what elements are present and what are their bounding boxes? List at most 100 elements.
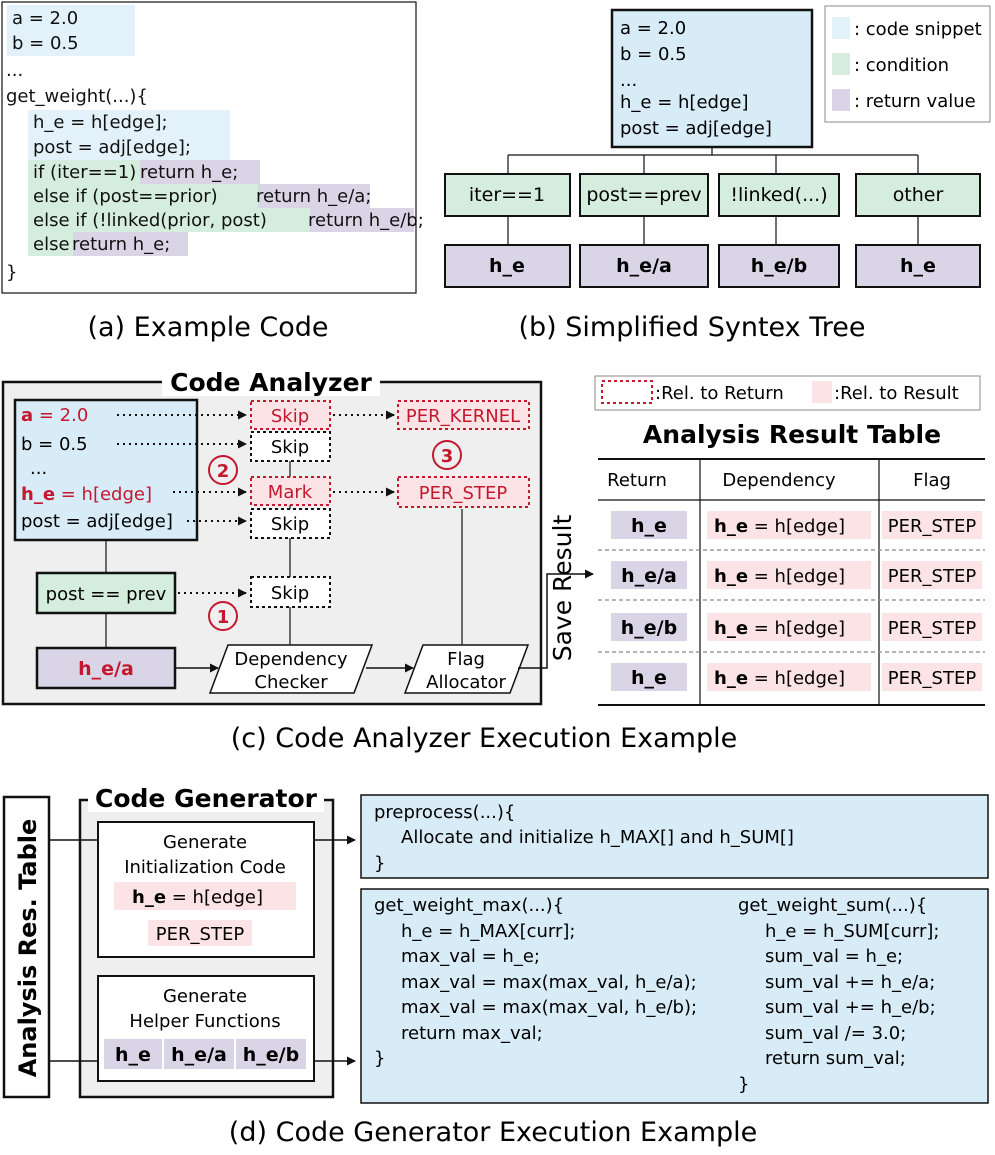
code-line-post: post = adj[edge] — [21, 511, 173, 532]
panel-b: a = 2.0 b = 0.5 ... h_e = h[edge] post =… — [444, 5, 991, 343]
title-bg — [162, 368, 380, 396]
code-line: else — [33, 234, 70, 255]
helper-chip-label: h_e/a — [171, 1044, 227, 1066]
table-return-chip — [611, 561, 687, 589]
condition-label: other — [893, 184, 944, 206]
legend-swatch-code — [832, 17, 850, 39]
table-cell-return: h_e/a — [621, 565, 677, 587]
table-cell-dependency: h_e = h[edge] — [714, 668, 845, 689]
table-cell-return: h_e/b — [621, 617, 677, 639]
helper-chip-label: h_e/b — [243, 1044, 299, 1066]
sum-code-line: sum_val = h_e; — [765, 946, 903, 967]
analyzer-code-box — [13, 398, 199, 542]
highlight-return — [73, 232, 188, 256]
action-label: Skip — [271, 583, 309, 604]
condition-label: post==prev — [586, 184, 701, 206]
action-label: Mark — [268, 482, 313, 503]
generate-init-line: Initialization Code — [124, 857, 286, 878]
code-line: if (iter==1) — [33, 162, 136, 183]
legend-swatch-rel-result — [812, 381, 832, 403]
return-node — [855, 244, 981, 288]
sum-code-line: get_weight_sum(...){ — [738, 895, 927, 916]
analyzer-condition-label: post == prev — [46, 584, 167, 605]
action-box-skip — [250, 508, 331, 539]
action-box-mark — [250, 476, 331, 506]
action-label: Skip — [271, 437, 309, 458]
caption-b: (b) Simplified Syntex Tree — [519, 312, 866, 343]
highlight-condition — [28, 184, 258, 208]
preprocess-line: preprocess(...){ — [374, 802, 515, 823]
legend-c — [594, 375, 981, 411]
table-dep-chip — [707, 561, 871, 589]
code-line: return h_e; — [140, 162, 238, 183]
table-header: Return — [607, 470, 667, 491]
code-line: return h_e/a; — [256, 186, 371, 207]
sum-code-line: } — [738, 1074, 749, 1095]
return-label: h_e — [900, 255, 936, 277]
action-box-skip — [250, 576, 331, 608]
caption-a: (a) Example Code — [87, 312, 328, 343]
step-badge-number: 1 — [217, 607, 230, 628]
sum-code-line: h_e = h_SUM[curr]; — [765, 921, 939, 942]
flag-label: PER_KERNEL — [406, 406, 520, 427]
helper-chip — [104, 1039, 162, 1069]
table-cell-return: h_e — [631, 667, 667, 689]
max-code-line: get_weight_max(...){ — [374, 895, 564, 916]
condition-node — [579, 173, 709, 217]
generate-helper-line: Generate — [163, 986, 247, 1007]
highlight-return — [310, 208, 414, 232]
code-line: h_e = h[edge]; — [33, 112, 168, 133]
code-line: a = 2.0 — [12, 8, 78, 29]
title-bg — [88, 784, 324, 812]
preprocess-code-box — [360, 794, 989, 879]
condition-node — [444, 173, 571, 217]
highlight-condition — [28, 232, 73, 256]
legend-label: :Rel. to Result — [834, 383, 959, 404]
highlight-return — [258, 184, 370, 208]
syntax-root-node — [610, 8, 814, 149]
legend-label: : return value — [854, 91, 976, 112]
flag-box-per-step — [397, 476, 530, 508]
init-flag-chip — [148, 920, 252, 946]
table-dep-chip — [707, 663, 871, 691]
condition-node — [718, 173, 840, 217]
table-cell-flag: PER_STEP — [888, 516, 977, 537]
dependency-checker — [208, 644, 374, 694]
analysis-res-table-box — [2, 795, 51, 1099]
code-line: ... — [6, 60, 23, 81]
root-line: ... — [620, 70, 637, 91]
analyzer-condition — [35, 571, 177, 615]
sum-code-line: return sum_val; — [765, 1048, 906, 1069]
table-flag-chip — [882, 663, 982, 691]
panel-d: Analysis Res. Table Code Generator Gener… — [2, 784, 989, 1148]
return-node — [444, 244, 571, 288]
legend-label: : code snippet — [854, 19, 982, 40]
code-line: else if (!linked(prior, post) — [33, 210, 267, 231]
flag-label: PER_STEP — [419, 483, 508, 504]
analysis-res-table-label: Analysis Res. Table — [14, 819, 42, 1078]
table-flag-chip — [882, 613, 982, 641]
return-node — [718, 244, 840, 288]
highlight-code-snippet — [7, 5, 135, 56]
flag-allocator-label: Flag — [447, 649, 485, 670]
table-cell-flag: PER_STEP — [888, 566, 977, 587]
highlight-condition — [28, 160, 140, 184]
table-return-chip — [611, 663, 687, 691]
caption-c: (c) Code Analyzer Execution Example — [231, 723, 738, 754]
highlight-return — [140, 160, 260, 184]
table-cell-dependency: h_e = h[edge] — [714, 566, 845, 587]
table-header: Dependency — [722, 470, 836, 491]
generator-arrows — [49, 835, 356, 1066]
analyzer-return-box — [35, 646, 177, 690]
return-label: h_e — [489, 255, 525, 277]
action-box-skip — [250, 431, 331, 462]
code-line-he: h_e = h[edge] — [21, 484, 152, 505]
highlight-code-snippet — [28, 110, 230, 160]
root-line: b = 0.5 — [620, 44, 687, 65]
highlight-condition — [28, 208, 310, 232]
action-box-skip — [250, 400, 331, 430]
result-table-title: Analysis Result Table — [643, 420, 941, 449]
flag-allocator — [403, 644, 530, 694]
step-badge-1 — [208, 601, 238, 631]
dependency-checker-label: Checker — [254, 672, 328, 693]
